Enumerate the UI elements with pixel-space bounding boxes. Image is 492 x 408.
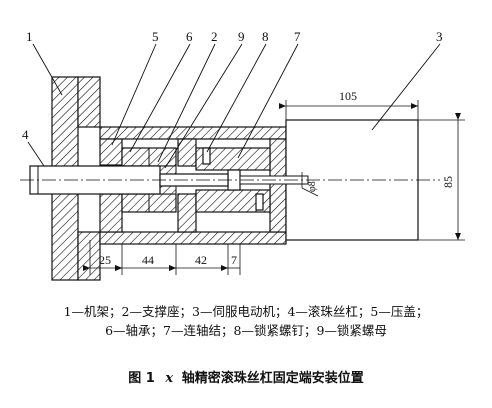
callout-6: 6: [186, 29, 193, 44]
legend-line-2: 6—轴承；7—连轴结；8—锁紧螺钉；9—锁紧螺母: [105, 323, 387, 338]
callout-8: 8: [262, 29, 269, 44]
figure-caption: 图 1 x 轴精密滚珠丝杠固定端安装位置: [0, 367, 492, 386]
dim-7: 7: [231, 253, 237, 267]
callout-7: 7: [294, 29, 301, 44]
dim-105: 105: [339, 89, 357, 103]
callout-4: 4: [22, 127, 29, 142]
legend-line-1: 1—机架；2—支撑座；3—伺服电动机；4—滚珠丝杠；5—压盖；: [63, 304, 429, 319]
press-cover-part: [99, 138, 123, 233]
dim-phi-8: φ8: [307, 181, 318, 192]
callout-9: 9: [238, 29, 245, 44]
dim-85: 85: [441, 176, 455, 188]
figure-number: 图 1: [128, 371, 155, 386]
callout-3: 3: [436, 29, 443, 44]
assembly-drawing: 1 5 6 2 9 8 7 3 4 105 85 25 44 42 7 φ8: [20, 29, 465, 281]
caption-axis: x: [165, 371, 174, 386]
callout-5: 5: [152, 29, 159, 44]
lock-screw-part: [202, 147, 264, 211]
dim-25: 25: [99, 253, 111, 267]
leader-lines: [27, 43, 441, 169]
caption-text: 轴精密滚珠丝杠固定端安装位置: [181, 371, 364, 386]
dim-44: 44: [142, 253, 154, 267]
callout-1: 1: [26, 29, 33, 44]
coupling-part: [195, 147, 271, 213]
dimension-lines: [83, 100, 465, 275]
dim-42: 42: [195, 253, 207, 267]
callout-2: 2: [211, 29, 218, 44]
